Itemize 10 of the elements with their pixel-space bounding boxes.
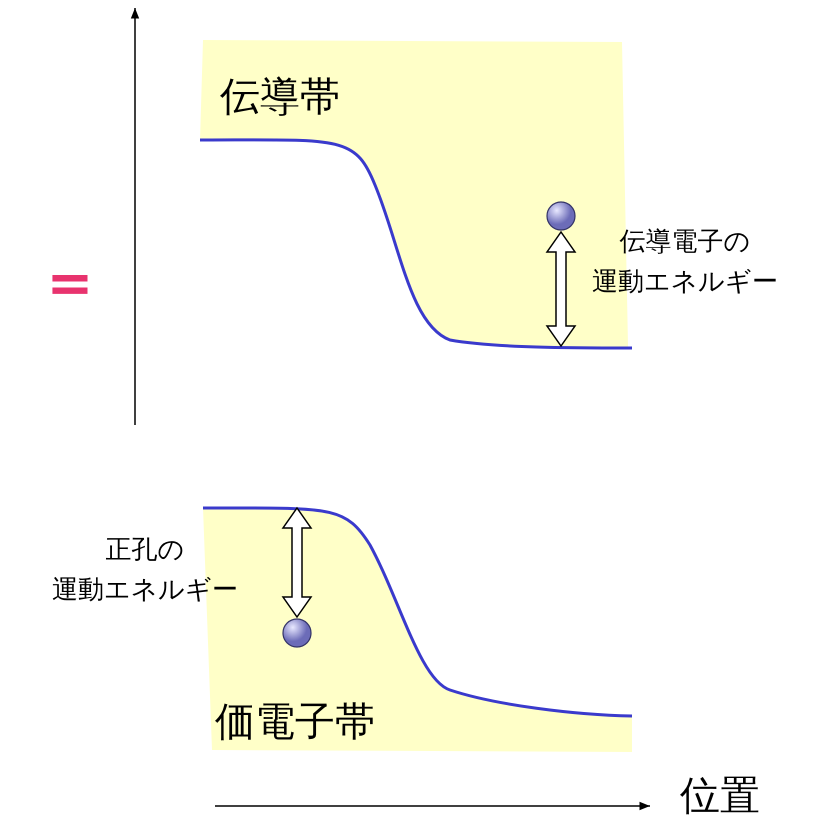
double-arrow xyxy=(546,230,576,348)
band-label: 価電子帯 xyxy=(215,700,375,744)
annotation-text: 正孔の運動エネルギー xyxy=(51,534,239,608)
equals-sign: = xyxy=(46,250,94,318)
hole-circle xyxy=(282,618,312,648)
double-arrow xyxy=(282,506,312,618)
axis-label: 位置 xyxy=(679,772,761,820)
band-label: 伝導帯 xyxy=(220,75,340,119)
electron-circle xyxy=(546,201,576,231)
annotation-text: 伝導電子の運動エネルギー xyxy=(591,226,779,300)
